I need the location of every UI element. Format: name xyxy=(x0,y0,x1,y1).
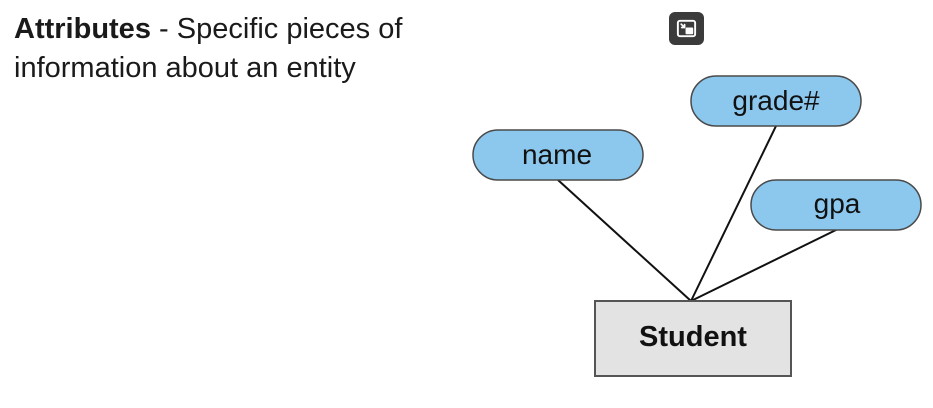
term-definition: - Specific pieces of information about a… xyxy=(14,13,403,84)
slide-definition-text: Attributes - Specific pieces of informat… xyxy=(14,10,484,88)
attribute-oval xyxy=(690,75,862,127)
attribute-label: name xyxy=(522,139,592,170)
attribute-name: name xyxy=(472,129,644,181)
attribute-grade: grade# xyxy=(690,75,862,127)
exit-fullscreen-icon xyxy=(676,19,697,38)
entity-student: Student xyxy=(594,300,792,377)
connector-grade xyxy=(690,125,777,302)
term-heading: Attributes xyxy=(14,13,151,45)
connector-name xyxy=(557,179,692,302)
attribute-gpa: gpa xyxy=(750,179,922,231)
entity-label: Student xyxy=(639,321,747,353)
attribute-label: grade# xyxy=(732,85,820,116)
attribute-oval xyxy=(750,179,922,231)
exit-fullscreen-button[interactable] xyxy=(669,12,704,45)
attribute-label: gpa xyxy=(814,188,861,219)
entity-box xyxy=(594,300,792,377)
attribute-oval xyxy=(472,129,644,181)
connector-gpa xyxy=(690,228,839,302)
